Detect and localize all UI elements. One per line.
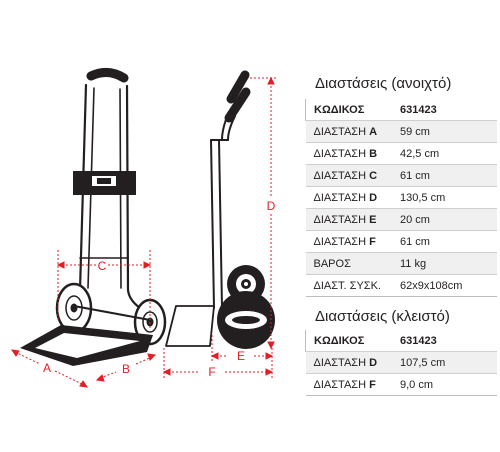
row-value: 130,5 cm bbox=[392, 186, 497, 209]
row-letter: D bbox=[369, 356, 378, 369]
row-value: 61 cm bbox=[392, 164, 497, 187]
row-value: 20 cm bbox=[392, 208, 497, 231]
table-row: ΔΙΑΣΤΑΣΗ E 20 cm bbox=[305, 208, 497, 231]
row-label: ΔΙΑΣΤΑΣΗ bbox=[313, 356, 370, 369]
row-label: ΔΙΑΣΤΑΣΗ bbox=[313, 378, 370, 391]
row-value: 42,5 cm bbox=[392, 142, 497, 165]
closed-dimensions-title: Διαστάσεις (κλειστό) bbox=[315, 308, 450, 325]
table-row: ΔΙΑΣΤΑΣΗ B 42,5 cm bbox=[305, 142, 497, 165]
dimension-label-c: C bbox=[98, 259, 107, 273]
hand-truck-illustration: C A B D E F bbox=[10, 68, 278, 388]
table-row: ΔΙΑΣΤΑΣΗ F 61 cm bbox=[305, 230, 497, 253]
trolley-side-view bbox=[165, 70, 275, 349]
table-row: ΔΙΑΣΤ. ΣΥΣΚ. 62x9x108cm bbox=[305, 274, 497, 297]
trolley-front-view bbox=[20, 68, 167, 366]
code-value: 631423 bbox=[392, 330, 497, 352]
dimension-label-f: F bbox=[208, 365, 215, 379]
row-letter: F bbox=[369, 378, 376, 391]
row-value: 59 cm bbox=[392, 120, 497, 143]
row-value: 107,5 cm bbox=[392, 351, 497, 374]
table-header-row: ΚΩΔΙΚΟΣ 631423 bbox=[305, 99, 497, 121]
dimension-lines bbox=[10, 76, 278, 388]
code-label: ΚΩΔΙΚΟΣ bbox=[305, 99, 392, 121]
dimension-label-a: A bbox=[43, 361, 51, 375]
row-value: 61 cm bbox=[392, 230, 497, 253]
row-label: ΔΙΑΣΤ. ΣΥΣΚ. bbox=[305, 274, 392, 297]
row-label: ΔΙΑΣΤΑΣΗ bbox=[313, 125, 370, 138]
table-row: ΒΑΡΟΣ 11 kg bbox=[305, 252, 497, 275]
table-row: ΔΙΑΣΤΑΣΗ C 61 cm bbox=[305, 164, 497, 187]
row-label: ΔΙΑΣΤΑΣΗ bbox=[313, 191, 370, 204]
row-label: ΒΑΡΟΣ bbox=[305, 252, 392, 275]
row-label: ΔΙΑΣΤΑΣΗ bbox=[313, 235, 370, 248]
table-header-row: ΚΩΔΙΚΟΣ 631423 bbox=[305, 330, 497, 352]
table-row: ΔΙΑΣΤΑΣΗ A 59 cm bbox=[305, 120, 497, 143]
open-dimensions-table: ΚΩΔΙΚΟΣ 631423 ΔΙΑΣΤΑΣΗ A 59 cm ΔΙΑΣΤΑΣΗ… bbox=[305, 99, 497, 297]
open-dimensions-title: Διαστάσεις (ανοιχτό) bbox=[315, 75, 452, 92]
table-row: ΔΙΑΣΤΑΣΗ D 130,5 cm bbox=[305, 186, 497, 209]
table-row: ΔΙΑΣΤΑΣΗ F 9,0 cm bbox=[305, 373, 497, 396]
table-row: ΔΙΑΣΤΑΣΗ D 107,5 cm bbox=[305, 351, 497, 374]
row-letter: C bbox=[369, 169, 378, 182]
row-value: 62x9x108cm bbox=[392, 274, 497, 297]
dimension-label-d: D bbox=[267, 199, 276, 213]
row-letter: E bbox=[369, 213, 377, 226]
row-letter: F bbox=[369, 235, 376, 248]
row-letter: B bbox=[369, 147, 378, 160]
dimension-label-b: B bbox=[122, 362, 130, 376]
row-label: ΔΙΑΣΤΑΣΗ bbox=[313, 213, 370, 226]
row-letter: A bbox=[369, 125, 378, 138]
code-label: ΚΩΔΙΚΟΣ bbox=[305, 330, 392, 352]
row-letter: D bbox=[369, 191, 378, 204]
row-label: ΔΙΑΣΤΑΣΗ bbox=[313, 147, 370, 160]
closed-dimensions-table: ΚΩΔΙΚΟΣ 631423 ΔΙΑΣΤΑΣΗ D 107,5 cm ΔΙΑΣΤ… bbox=[305, 330, 497, 396]
row-value: 11 kg bbox=[392, 252, 497, 275]
dimension-label-e: E bbox=[237, 349, 245, 363]
code-value: 631423 bbox=[392, 99, 497, 121]
row-value: 9,0 cm bbox=[392, 373, 497, 396]
row-label: ΔΙΑΣΤΑΣΗ bbox=[313, 169, 370, 182]
